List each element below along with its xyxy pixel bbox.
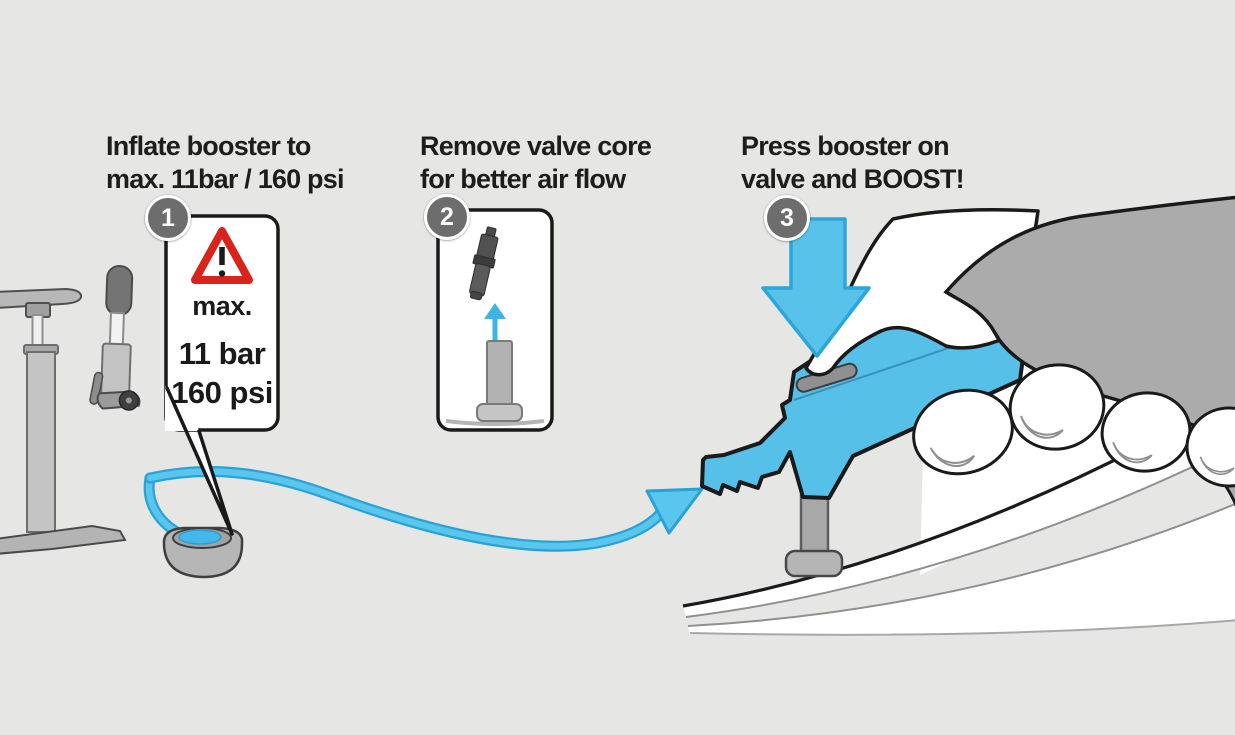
arrow-down-icon [761,217,871,358]
pump-head-piece [89,265,141,411]
box-floor-line [445,419,545,426]
step2-badge: 2 [424,194,470,240]
callout-tail-outline [165,386,234,536]
callout-box [164,214,280,432]
floor-pump [0,287,244,579]
pump-head-shaft [108,311,125,348]
finger-knuckle [1100,391,1192,473]
warning-callout [164,214,280,536]
warning-pressure-psi: 160 psi [171,375,273,410]
finger-creases [929,415,1235,476]
rim-mid-edge [685,445,1235,618]
rim-lower-band [688,504,1235,635]
step2-title-line2: for better air flow [420,164,626,194]
pump-head-grip [105,265,134,317]
step1-title: Inflate booster to max. 11bar / 160 psi [106,130,344,196]
warning-exclamation-dot [218,270,226,277]
step3-badge: 3 [764,195,810,241]
step1-title-line1: Inflate booster to [106,131,311,161]
step2-title: Remove valve core for better air flow [420,130,652,196]
callout-tail-patch [165,386,200,431]
tire-valve [784,488,844,578]
warning-max-label: max. [192,291,252,321]
pump-handle [0,287,83,309]
step3-title-line1: Press booster on [741,131,950,161]
hose-reel-blue-port [178,529,222,545]
arrow-up-icon [484,303,506,340]
step3-title-line2: valve and BOOST! [741,164,965,194]
valve-core-box [436,208,554,432]
tire-lower-edge [689,619,1235,636]
pump-head-lever [89,371,104,405]
hose-arrow-icon [143,466,704,552]
pump-head-chuck-hub [125,397,132,404]
valve-base-small [476,403,523,422]
warning-pressure-bar: 11 bar [178,336,266,371]
fingers [912,363,1235,488]
pump-barrel [26,351,56,533]
valve-core [469,226,499,301]
finger-knuckle [1008,363,1106,451]
rim-bottom-edge [687,502,1235,627]
step3-title: Press booster on valve and BOOST! [741,130,965,196]
pump-shaft [31,314,44,348]
valve-nut [784,549,844,578]
valve-stem-small [486,340,513,409]
finger-knuckle [1185,406,1235,488]
step1-badge: 1 [145,195,191,241]
pump-foot [0,524,127,555]
step2-title-line1: Remove valve core [420,131,652,161]
step1-title-line2: max. 11bar / 160 psi [106,164,344,194]
